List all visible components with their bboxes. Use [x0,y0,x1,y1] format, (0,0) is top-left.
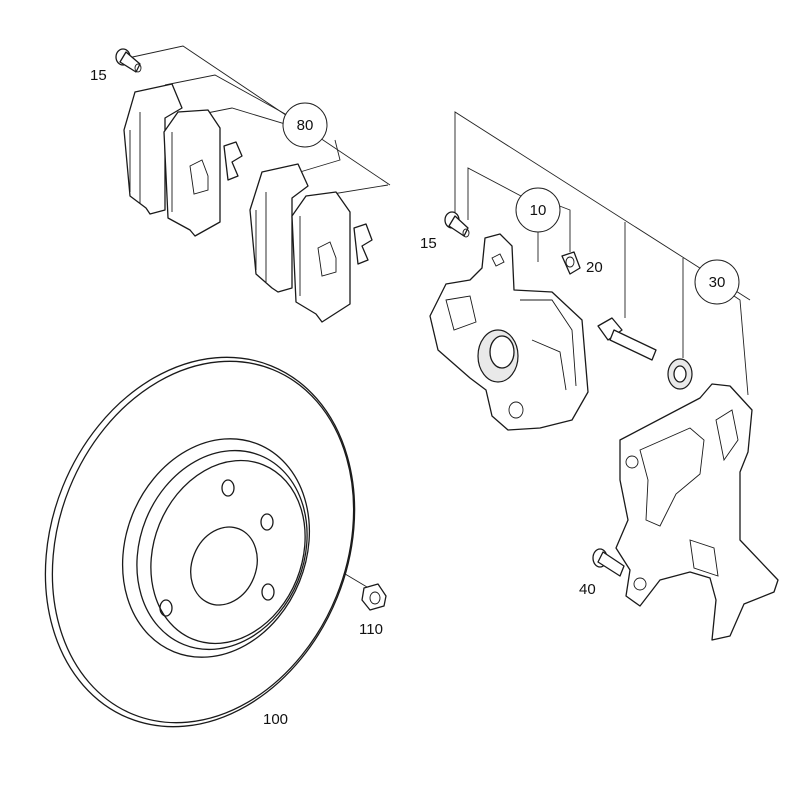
callout-bubble-10 [515,187,561,233]
callout-bubble-80 [282,102,328,148]
bolt-15-caliper [444,211,470,238]
guide-pin [597,317,657,361]
label-part-110: 110 [359,621,383,638]
label-part-40: 40 [579,581,596,598]
caliper-bracket [615,383,779,641]
label-part-100: 100 [263,711,288,728]
bolt-15-top [115,48,142,73]
callout-bubble-30 [694,259,740,305]
label-part-10: 10 [530,202,547,219]
label-part-15-top: 15 [90,67,107,84]
label-part-30: 30 [709,274,726,291]
label-part-20: 20 [586,259,603,276]
bolt-40 [592,548,625,577]
wheel-nut-110 [361,583,387,611]
brake-caliper [429,233,589,431]
brake-disc [44,356,356,728]
label-part-80: 80 [297,117,314,134]
bleeder-cap-20 [561,251,581,275]
guide-bushing [667,358,693,390]
label-part-15-caliper: 15 [420,235,437,252]
brake-pad-set [123,83,373,323]
